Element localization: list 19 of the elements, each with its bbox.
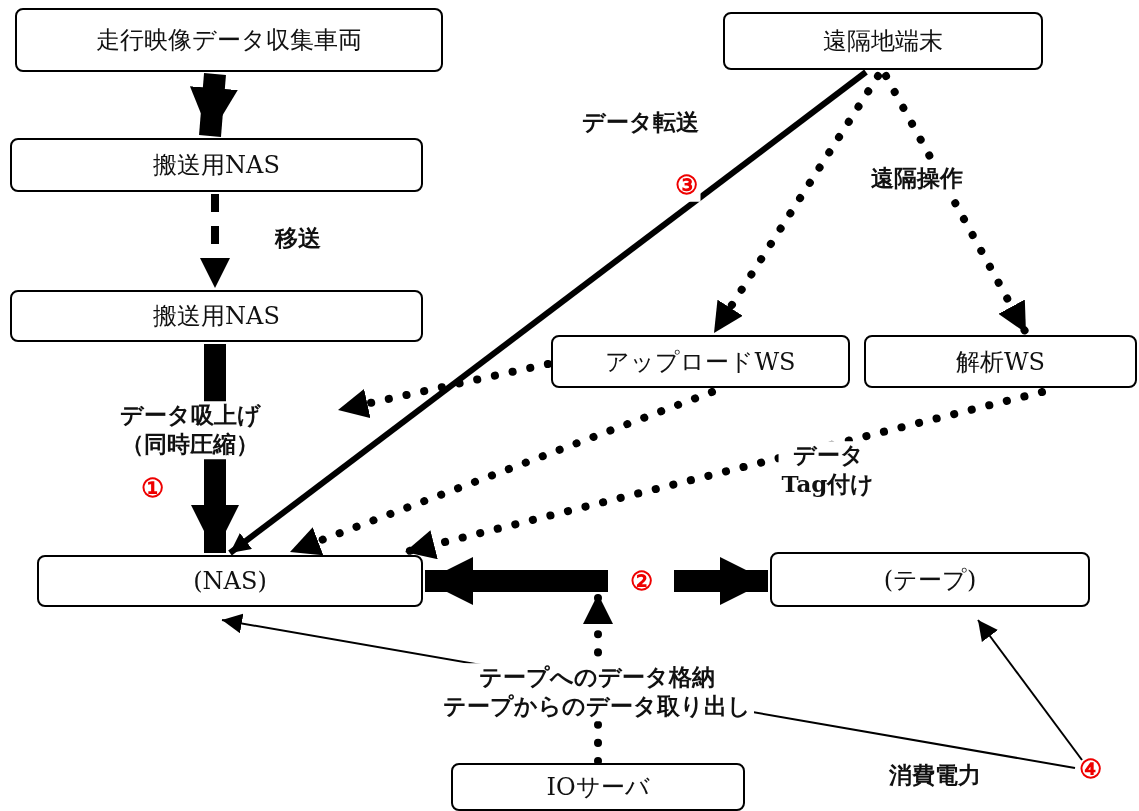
- process-box: (NAS): [37, 555, 423, 607]
- arrow: [228, 69, 868, 556]
- process-box: 走行映像データ収集車両: [15, 8, 443, 72]
- process-box: 解析WS: [864, 335, 1137, 388]
- process-box: IOサーバ: [451, 763, 745, 811]
- dotted-arrow: [882, 72, 1030, 337]
- process-box: 搬送用NAS: [10, 138, 423, 192]
- circled-number: ②: [610, 566, 672, 596]
- dotted-arrow: [200, 194, 230, 288]
- process-box: 搬送用NAS: [10, 290, 423, 342]
- arrow: [977, 619, 1083, 761]
- circled-number: ④: [1072, 753, 1108, 785]
- process-box: 遠隔地端末: [723, 12, 1043, 70]
- note-text: 遠隔操作: [868, 163, 966, 193]
- arrow: [674, 557, 768, 605]
- arrow: [425, 557, 608, 605]
- process-box: アップロードWS: [551, 335, 850, 388]
- process-box: (テープ): [770, 552, 1090, 607]
- arrow: [189, 73, 238, 137]
